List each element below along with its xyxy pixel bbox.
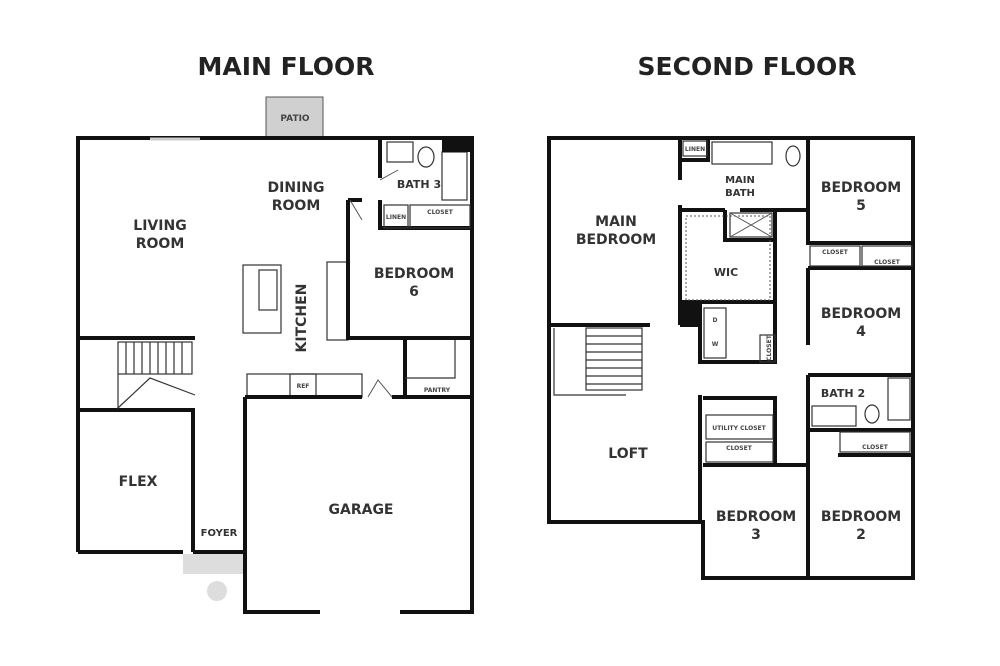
closet-label: CLOSET (874, 259, 901, 266)
bathtub (887, 377, 911, 421)
flex-label: FLEX (119, 474, 158, 490)
ref-label: REF (297, 383, 310, 390)
toilet (864, 404, 880, 424)
kitchen-counter (326, 261, 349, 341)
closet-label: CLOSET (726, 445, 753, 452)
stair-walls (78, 336, 195, 552)
bedroom-5-closet (809, 245, 861, 267)
washer-label: W (712, 341, 719, 348)
kitchen-label: KITCHEN (294, 284, 310, 353)
main-bath-walls (680, 138, 810, 364)
linen-label: LINEN (685, 146, 705, 153)
toilet (417, 146, 435, 168)
bedroom-6-walls (346, 138, 472, 340)
bath-2-label: BATH 2 (821, 387, 865, 400)
second-floor-title: SECOND FLOOR (638, 52, 857, 81)
closet-label: CLOSET (822, 249, 849, 256)
bathtub (441, 151, 468, 201)
main-floor-title: MAIN FLOOR (197, 52, 374, 81)
toilet (785, 145, 801, 167)
patio (265, 96, 324, 140)
loft-label: LOFT (608, 446, 648, 462)
main-stairs (117, 341, 196, 410)
bedroom-walls (703, 210, 913, 578)
main-outer-wall (76, 136, 474, 614)
utility-closet (705, 414, 774, 440)
patio-label: PATIO (280, 114, 310, 124)
second-outer-wall (547, 136, 915, 580)
closet-label: CLOSET (862, 444, 889, 451)
bedroom-4-closet (861, 245, 913, 267)
bedroom-2-closet (839, 431, 911, 453)
pantry-label: PANTRY (424, 387, 451, 394)
wic-shelving (685, 215, 771, 301)
closet-label: CLOSET (766, 334, 773, 361)
vanity (811, 405, 857, 427)
wic-label: WIC (714, 266, 738, 279)
linen-label: LINEN (386, 214, 406, 221)
foyer-label: FOYER (201, 528, 238, 539)
bath-3-closet (409, 204, 471, 229)
closet-label: CLOSET (427, 209, 454, 216)
second-stairs (553, 327, 643, 396)
dryer-label: D (713, 317, 718, 324)
bath-3-label: BATH 3 (397, 178, 441, 191)
laundry (703, 307, 727, 359)
bedroom-3-closet (705, 441, 774, 463)
double-vanity (711, 141, 773, 165)
second-floor-plan: LINEN D W CLOSET CLOSET CLOSET UTILITY C… (547, 136, 915, 580)
utility-closet-label: UTILITY CLOSET (712, 425, 766, 432)
sink (386, 141, 414, 163)
kitchen-island (242, 264, 282, 334)
garage-label: GARAGE (329, 502, 394, 518)
main-floor-plan: PATIO REF CLOSET LINEN (76, 96, 474, 614)
shower (729, 212, 773, 238)
